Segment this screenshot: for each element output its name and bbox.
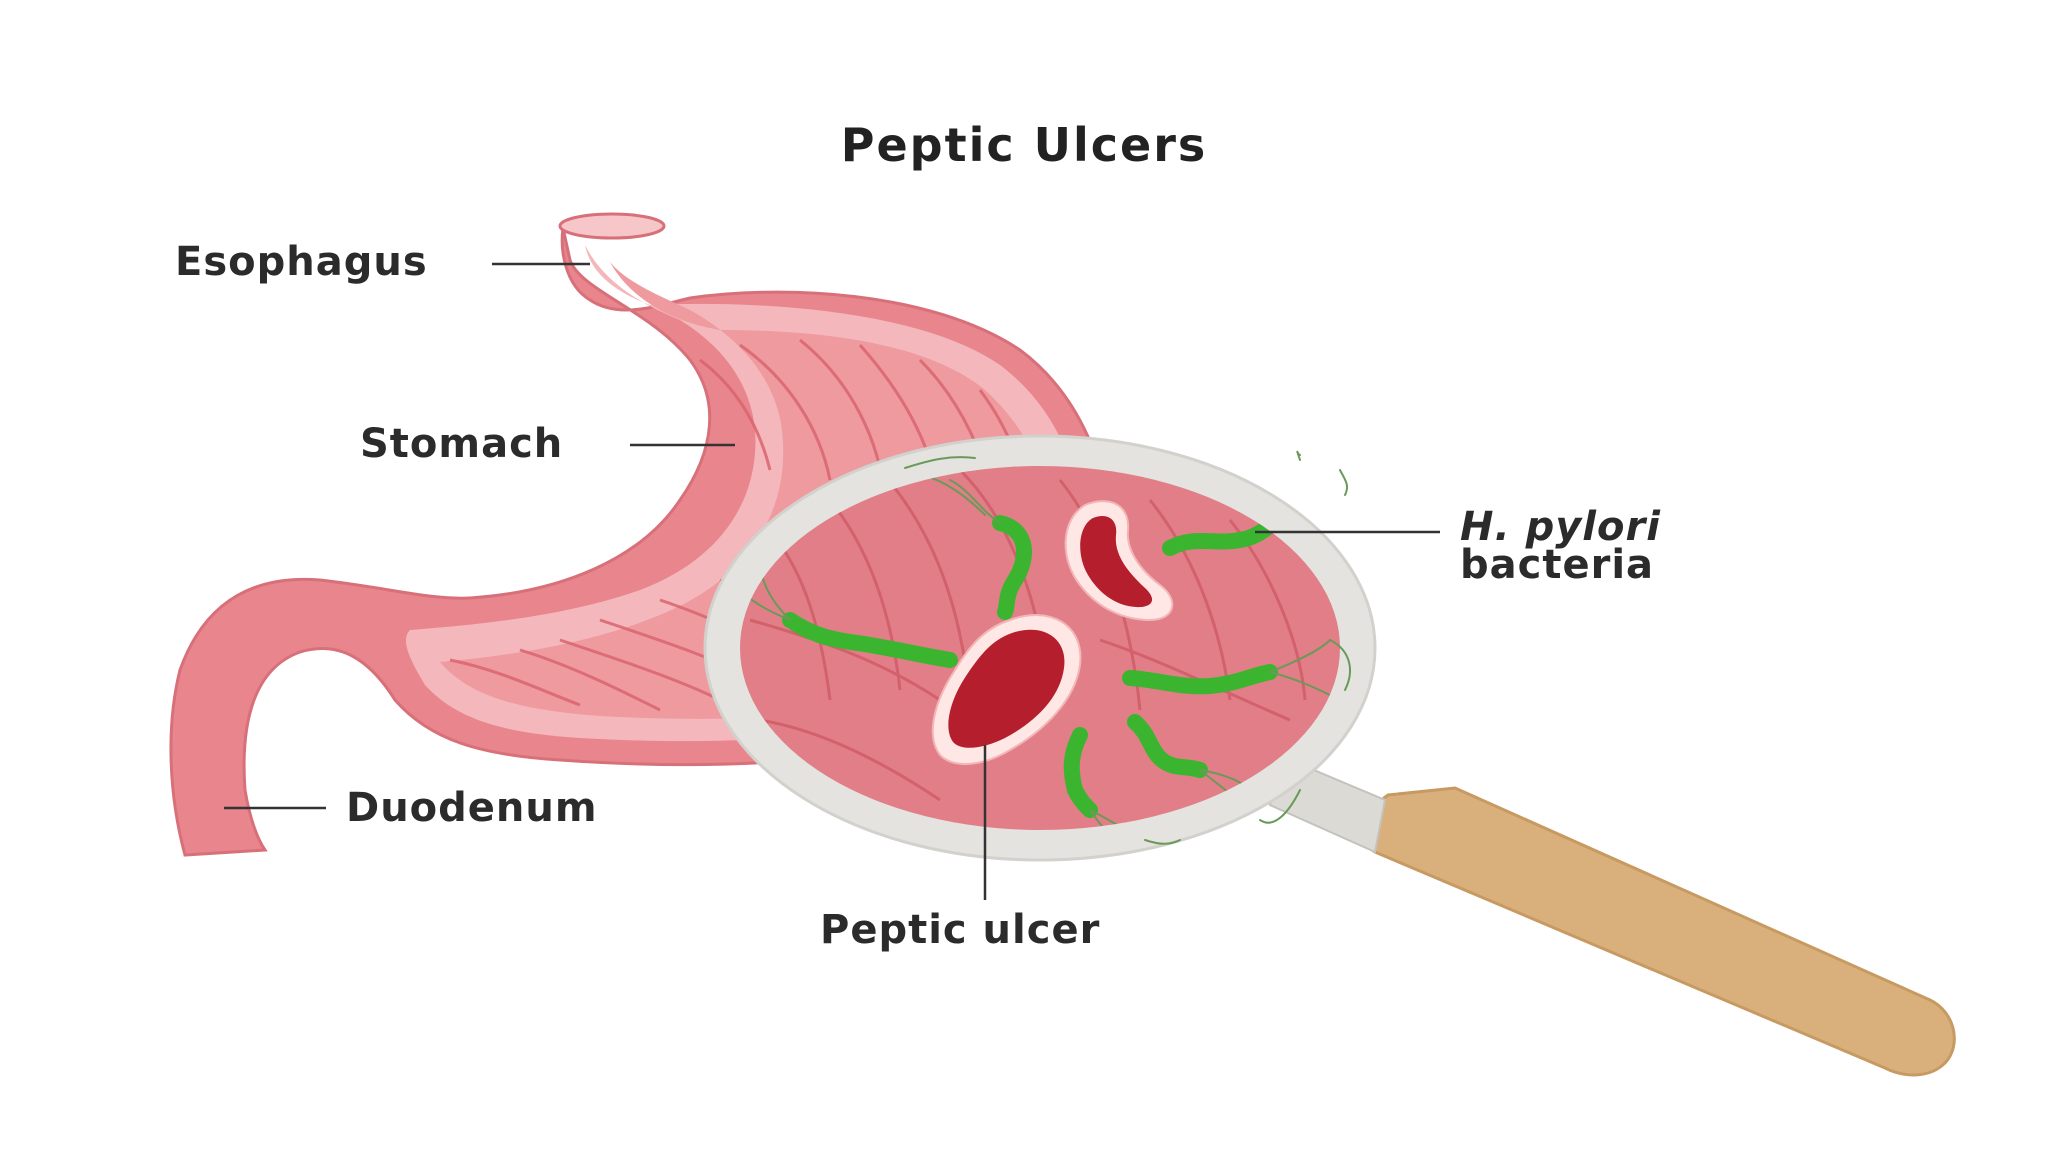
label-stomach: Stomach (360, 421, 564, 467)
magnifier-handle (1365, 786, 1956, 1077)
diagram-title: Peptic Ulcers (840, 118, 1208, 172)
label-peptic-ulcer: Peptic ulcer (820, 907, 1101, 953)
label-h-pylori-species: H. pylori (1460, 504, 1661, 550)
ulcer-top-core (1080, 515, 1153, 608)
label-h-pylori: H. pylori bacteria (1460, 504, 1661, 588)
label-h-pylori-bacteria: bacteria (1460, 542, 1655, 588)
bacteria-flagella-outer (904, 450, 1351, 845)
label-esophagus: Esophagus (175, 239, 428, 285)
ulcer-center-core (948, 629, 1065, 748)
label-duodenum: Duodenum (346, 785, 598, 831)
esophagus-opening (558, 212, 666, 240)
pointer-lines (224, 262, 1440, 900)
